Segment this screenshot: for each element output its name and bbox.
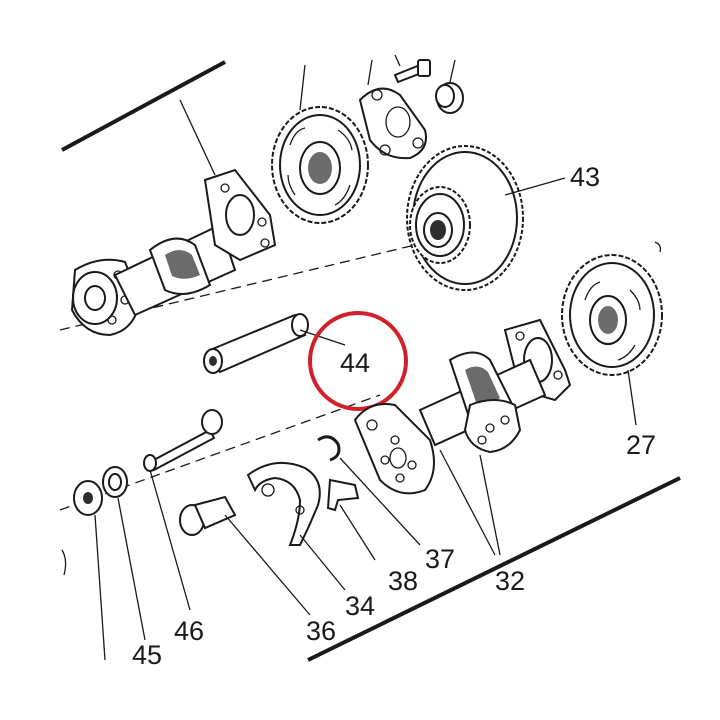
callout-46: 46 [174,616,204,646]
cam-gear-27 [561,241,663,426]
lever-38 [326,478,376,561]
lower-camshaft-32 [353,318,572,556]
circlip-37 [317,435,421,546]
upper-camshaft [70,99,277,337]
idler-gear-43 [406,145,566,291]
callout-27: 27 [626,430,656,460]
idler-shaft-44 [203,313,346,374]
frame-border-top [61,60,226,152]
callout-38: 38 [388,566,418,596]
washer-45 [102,466,146,641]
frame-border-bottom [307,476,681,662]
highlight-ring [308,311,408,411]
pin-36 [179,495,311,616]
callout-45: 45 [132,640,162,670]
long-pin-46 [143,409,223,611]
callout-37: 37 [425,544,455,574]
axis-line-upper [59,244,416,331]
retainer-plate [358,59,427,160]
callout-36: 36 [306,616,336,646]
small-bearing [61,480,106,661]
dowel-washer [435,59,464,114]
weight-34 [246,461,346,591]
callout-32: 32 [495,566,525,596]
bolt [393,54,431,84]
callout-44: 44 [340,348,370,378]
callout-34: 34 [345,591,375,621]
callout-43: 43 [570,162,600,192]
upper-cam-gear [271,64,369,224]
